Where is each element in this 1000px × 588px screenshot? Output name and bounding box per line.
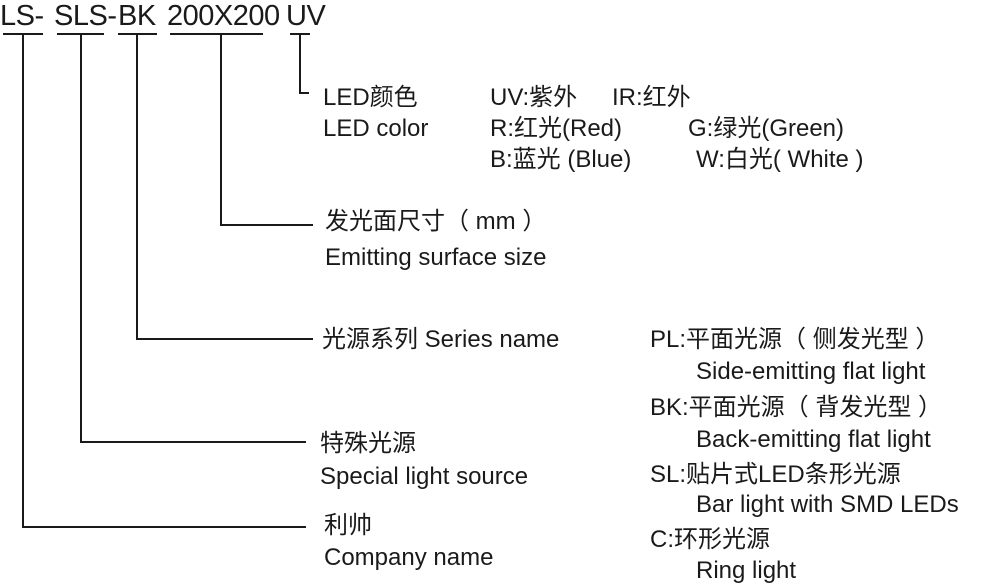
code-ls: LS- [0,0,44,32]
led-color-title-en: LED color [323,115,429,142]
connector-sls [80,34,306,443]
led-option-red: R:红光(Red) [490,115,623,142]
led-option-uv: UV:紫外 [490,84,578,111]
led-option-blue: B:蓝光 (Blue) [490,146,632,173]
series-item-c-cn: C:环形光源 [650,526,770,553]
company-title-en: Company name [324,544,494,571]
led-option-white: W:白光( White ) [696,146,864,173]
series-item-sl-en: Bar light with SMD LEDs [696,491,959,518]
size-title-cn: 发光面尺寸（ mm ） [325,208,547,235]
series-item-pl-en: Side-emitting flat light [696,358,926,385]
code-sls: SLS- [54,0,117,32]
code-bk: BK [118,0,156,32]
series-item-bk-cn: BK:平面光源（ 背发光型 ） [650,394,943,421]
connector-size [220,34,313,226]
series-item-c-en: Ring light [696,557,797,584]
connector-ls [22,34,306,528]
special-title-cn: 特殊光源 [320,430,416,457]
connector-uv [299,34,309,94]
code-size: 200X200 [167,0,280,32]
special-title-en: Special light source [320,463,529,490]
led-option-green: G:绿光(Green) [688,115,845,142]
led-option-ir: IR:红外 [612,84,691,111]
series-title: 光源系列 Series name [322,326,560,353]
company-title-cn: 利帅 [324,512,372,539]
series-item-pl-cn: PL:平面光源（ 侧发光型 ） [650,326,940,353]
connector-bk [136,34,313,340]
size-title-en: Emitting surface size [325,244,547,271]
code-uv: UV [286,0,326,32]
led-color-title-cn: LED颜色 [323,84,418,111]
series-item-sl-cn: SL:贴片式LED条形光源 [650,461,901,488]
series-item-bk-en: Back-emitting flat light [696,426,931,453]
